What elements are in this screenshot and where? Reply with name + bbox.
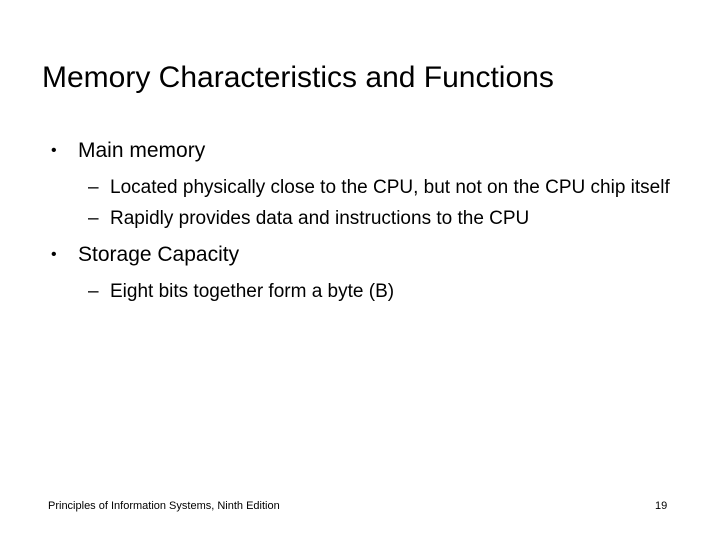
sub-bullet-item: – Eight bits together form a byte (B) (44, 276, 676, 307)
footer-page-number: 19 (655, 500, 668, 512)
page-title: Memory Characteristics and Functions (42, 61, 554, 94)
sub-bullet-item: – Located physically close to the CPU, b… (44, 172, 676, 203)
bullet-dot-icon: • (51, 246, 57, 263)
bullet-dot-icon: • (51, 142, 57, 159)
dash-icon: – (88, 281, 99, 302)
bullet-group-heading: • Storage Capacity (44, 240, 676, 270)
bullet-heading-label: Storage Capacity (78, 243, 240, 266)
sub-bullet-label: Eight bits together form a byte (B) (110, 281, 395, 302)
footer-source-text: Principles of Information Systems, Ninth… (48, 500, 280, 512)
sub-bullet-item: – Rapidly provides data and instructions… (44, 203, 676, 234)
dash-icon: – (88, 177, 99, 198)
dash-icon: – (88, 208, 99, 229)
slide-footer: Principles of Information Systems, Ninth… (0, 498, 720, 518)
bullet-heading-label: Main memory (78, 139, 206, 162)
slide-body: • Main memory – Located physically close… (44, 136, 676, 307)
sub-bullet-label: Located physically close to the CPU, but… (110, 177, 670, 198)
sub-bullet-label: Rapidly provides data and instructions t… (110, 208, 530, 229)
bullet-group-heading: • Main memory (44, 136, 676, 166)
